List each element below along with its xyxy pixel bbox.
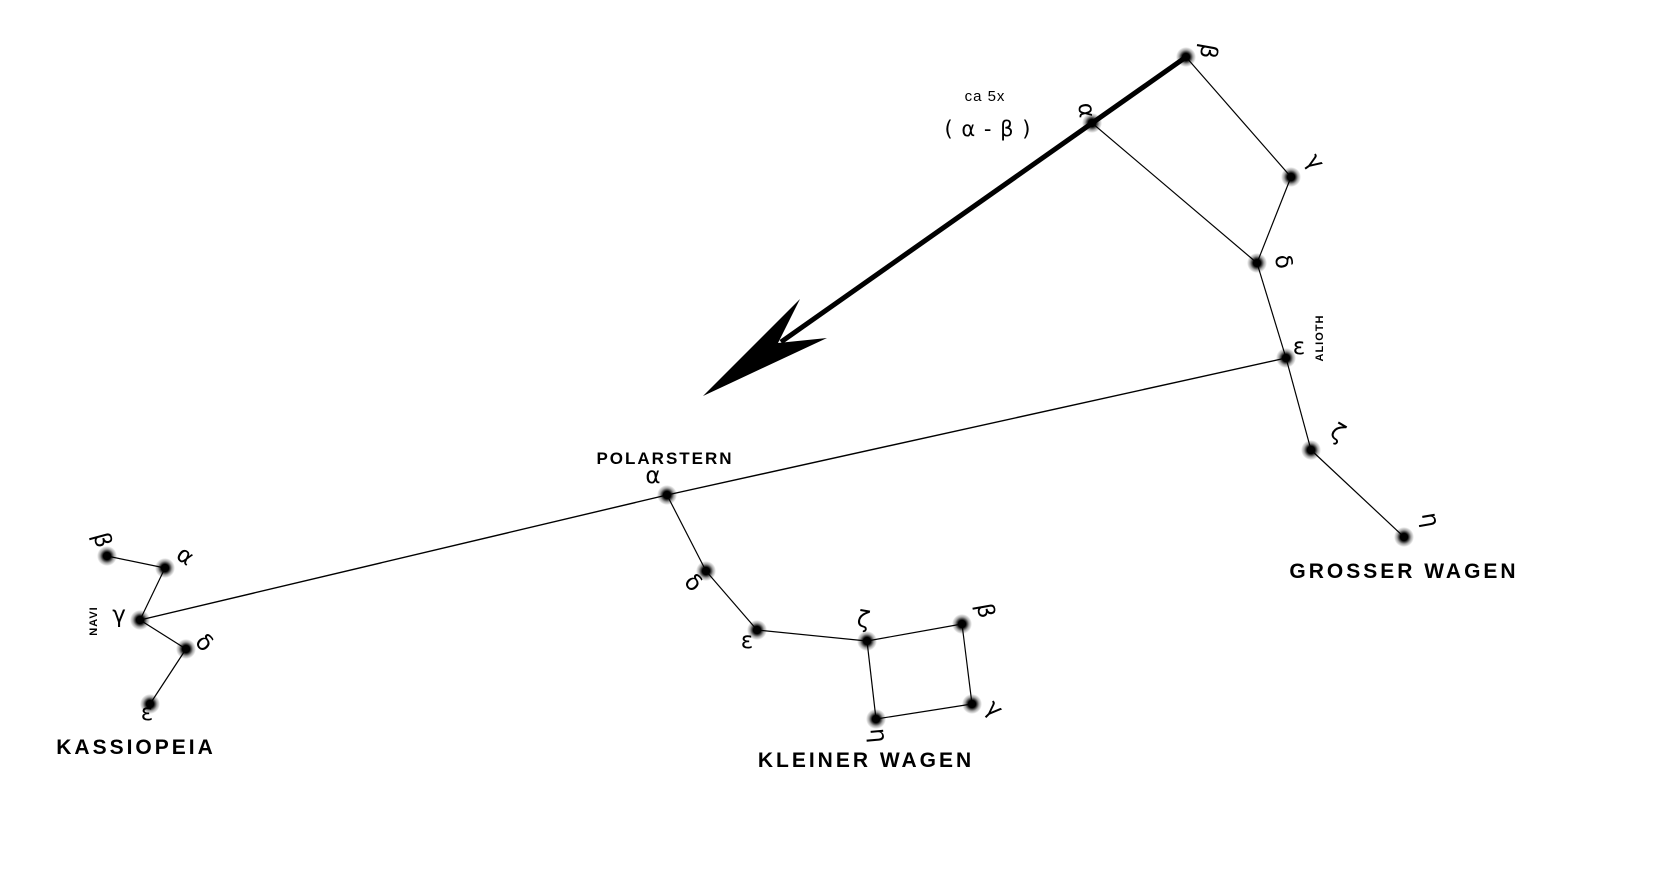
line-kleiner-wagen-eta-zeta (866, 640, 877, 720)
line-kleiner-wagen-epsilon-zeta (756, 629, 868, 642)
line-grosser-wagen-beta-gamma (1185, 56, 1292, 178)
star-kassiopeia-gamma (136, 616, 144, 624)
label-kleiner-wagen-zeta: ζ (855, 606, 872, 634)
star-kleiner-wagen-beta (958, 620, 966, 628)
guide-line-alioth-to-kassiopeia (139, 357, 1287, 621)
line-kleiner-wagen-zeta-beta (866, 623, 963, 642)
label-kleiner-wagen-beta: β (971, 601, 999, 620)
line-grosser-wagen-epsilon-zeta (1285, 357, 1312, 451)
star-grosser-wagen-epsilon (1282, 354, 1290, 362)
label-kassiopeia-beta: β (87, 530, 116, 551)
label-kleiner-wagen-gamma: γ (980, 695, 1008, 723)
title-grosser-wagen: GROSSER WAGEN (1289, 560, 1518, 583)
line-grosser-wagen-alpha-delta (1091, 122, 1258, 264)
line-grosser-wagen-gamma-delta (1256, 176, 1292, 264)
label-kleiner-wagen-epsilon: ε (741, 628, 753, 654)
line-kleiner-wagen-delta-epsilon (705, 570, 758, 631)
star-kassiopeia-delta (182, 645, 190, 653)
pointer-arrow-head-icon (703, 299, 827, 396)
label-grosser-wagen-delta: δ (1269, 253, 1297, 271)
label-kleiner-wagen-eta: η (864, 727, 891, 744)
star-grosser-wagen-delta (1253, 259, 1261, 267)
label-kassiopeia-gamma: γ (112, 602, 126, 628)
star-kleiner-wagen-zeta (863, 637, 871, 645)
line-kleiner-wagen-alpha-delta (666, 494, 707, 572)
label-kleiner-wagen-alpha: α (645, 463, 660, 489)
star-kassiopeia-epsilon (146, 700, 154, 708)
star-grosser-wagen-alpha (1088, 119, 1096, 127)
title-kleiner-wagen: KLEINER WAGEN (758, 749, 974, 772)
pointer-arrow-shaft (779, 54, 1188, 345)
star-kleiner-wagen-delta (702, 567, 710, 575)
star-kleiner-wagen-eta (872, 715, 880, 723)
label-grosser-wagen-beta: β (1194, 42, 1222, 61)
star-grosser-wagen-zeta (1307, 446, 1315, 454)
label-grosser-wagen-gamma: γ (1300, 149, 1329, 175)
line-kleiner-wagen-beta-gamma (961, 623, 973, 705)
label-kassiopeia-epsilon: ε (141, 700, 153, 726)
star-kassiopeia-alpha (161, 564, 169, 572)
arrow-label-alpha-minus-beta: ( α - β ) (945, 117, 1032, 141)
label-kassiopeia-gamma-name: NAVI (88, 606, 100, 635)
line-kleiner-wagen-gamma-eta (875, 703, 973, 720)
label-grosser-wagen-alpha: α (1072, 102, 1099, 119)
title-kassiopeia: KASSIOPEIA (56, 736, 216, 759)
label-grosser-wagen-eta: η (1416, 510, 1444, 529)
star-grosser-wagen-gamma (1287, 173, 1295, 181)
line-grosser-wagen-delta-epsilon (1256, 262, 1287, 359)
line-grosser-wagen-zeta-eta (1310, 449, 1405, 538)
star-kleiner-wagen-epsilon (753, 626, 761, 634)
label-kassiopeia-alpha: α (171, 541, 198, 571)
label-grosser-wagen-epsilon-name: ALIOTH (1314, 315, 1326, 362)
star-grosser-wagen-eta (1400, 533, 1408, 541)
star-kleiner-wagen-gamma (968, 700, 976, 708)
label-kleiner-wagen-alpha-name: POLARSTERN (596, 449, 733, 468)
star-kassiopeia-beta (103, 552, 111, 560)
label-grosser-wagen-epsilon: ε (1293, 334, 1305, 360)
label-grosser-wagen-zeta: ζ (1326, 419, 1350, 448)
star-grosser-wagen-beta (1182, 53, 1190, 61)
line-kassiopeia-delta-epsilon (149, 648, 187, 705)
arrow-label-ca-5x: ca 5x (965, 88, 1006, 105)
star-kleiner-wagen-alpha (663, 491, 671, 499)
